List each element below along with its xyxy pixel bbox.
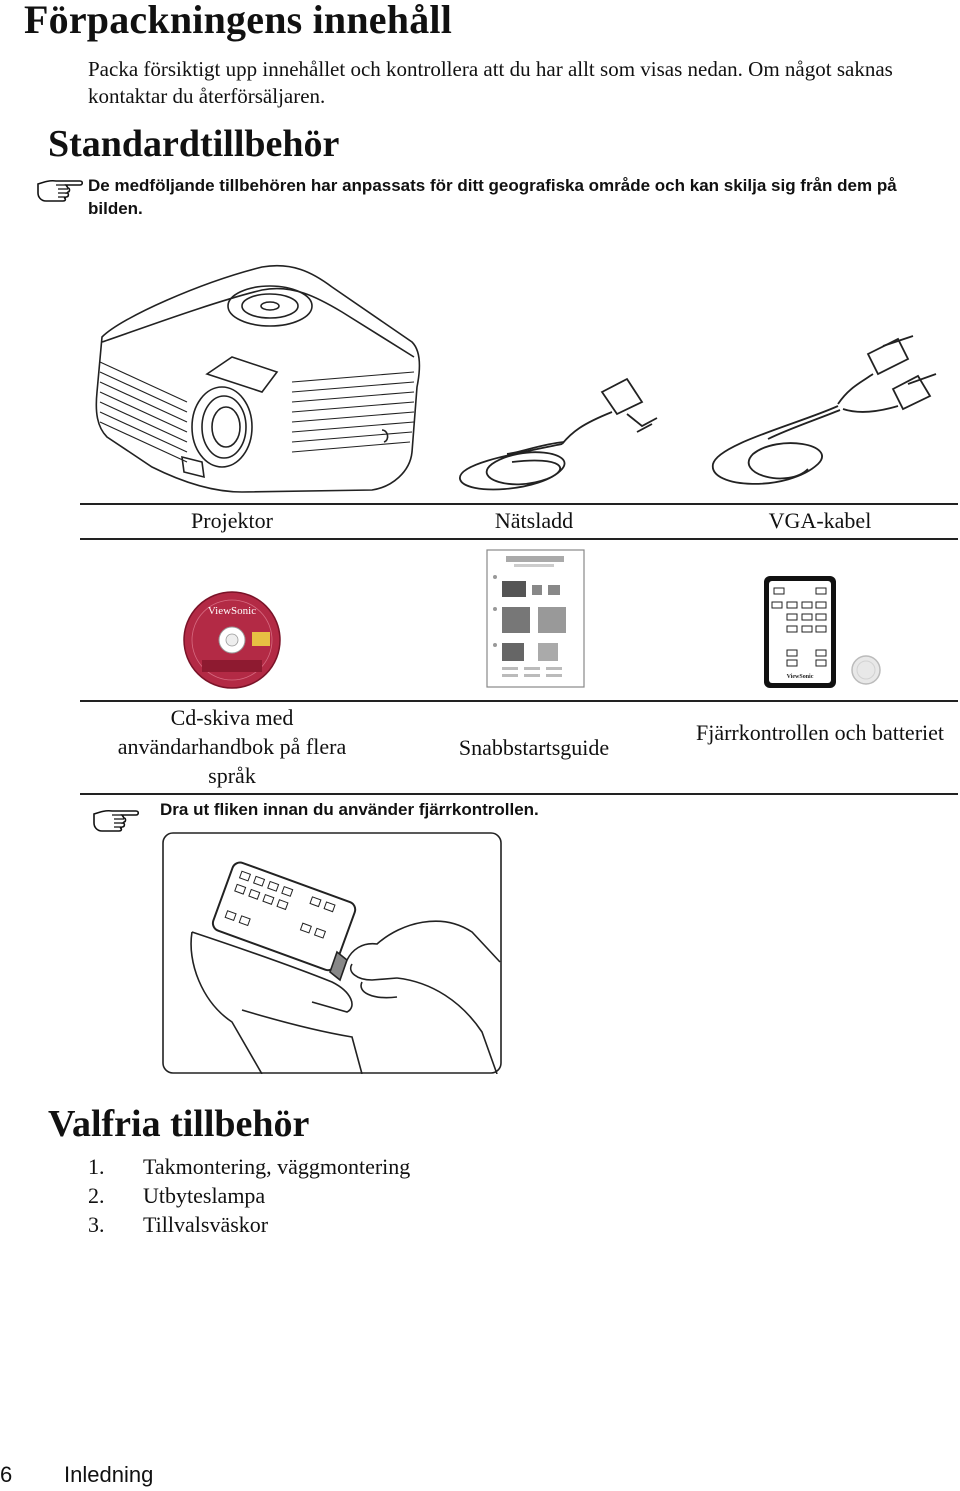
power-cord-image bbox=[459, 377, 658, 491]
hand-pointer-icon bbox=[93, 809, 140, 832]
table-rule-top bbox=[80, 503, 958, 505]
table-rule-bottom bbox=[80, 793, 958, 795]
cd-image: ViewSonic bbox=[183, 591, 281, 689]
standard-note: De medföljande tillbehören har anpassats… bbox=[88, 176, 897, 218]
caption-power-cord: Nätsladd bbox=[494, 508, 574, 533]
table-rule-row2 bbox=[80, 700, 958, 702]
table-rule-mid bbox=[80, 538, 958, 540]
standard-heading: Standardtillbehör bbox=[48, 123, 340, 165]
caption-vga-cable: VGA-kabel bbox=[768, 508, 872, 533]
projector-image bbox=[95, 264, 421, 493]
hand-pointer-icon bbox=[37, 179, 84, 202]
page-number: 6 bbox=[0, 1462, 13, 1487]
vga-cable-image bbox=[712, 335, 937, 485]
pull-tab-image bbox=[162, 832, 502, 1074]
optional-heading: Valfria tillbehör bbox=[48, 1103, 310, 1145]
caption-projector: Projektor bbox=[191, 508, 273, 533]
caption-remote: Fjärrkontrollen och batteriet bbox=[695, 720, 945, 745]
page-title: Förpackningens innehåll bbox=[24, 0, 453, 42]
list-item: 2.Utbyteslampa bbox=[88, 1183, 266, 1208]
footer-section: Inledning bbox=[64, 1462, 154, 1487]
remote-logo: ViewSonic bbox=[787, 674, 814, 680]
intro-text: Packa försiktigt upp innehållet och kont… bbox=[88, 57, 893, 108]
tab-note: Dra ut fliken innan du använder fjärrkon… bbox=[160, 800, 539, 819]
caption-quick-guide: Snabbstartsguide bbox=[458, 735, 610, 760]
caption-cd: Cd-skiva med användarhandbok på flera sp… bbox=[117, 705, 347, 788]
cd-logo: ViewSonic bbox=[208, 605, 256, 617]
list-item: 3.Tillvalsväskor bbox=[88, 1212, 269, 1237]
list-item: 1.Takmontering, väggmontering bbox=[88, 1154, 411, 1179]
remote-image: ViewSonic bbox=[764, 576, 881, 688]
quick-guide-image bbox=[486, 549, 585, 688]
optional-list: 1.Takmontering, väggmontering 2.Utbytesl… bbox=[88, 1152, 410, 1239]
